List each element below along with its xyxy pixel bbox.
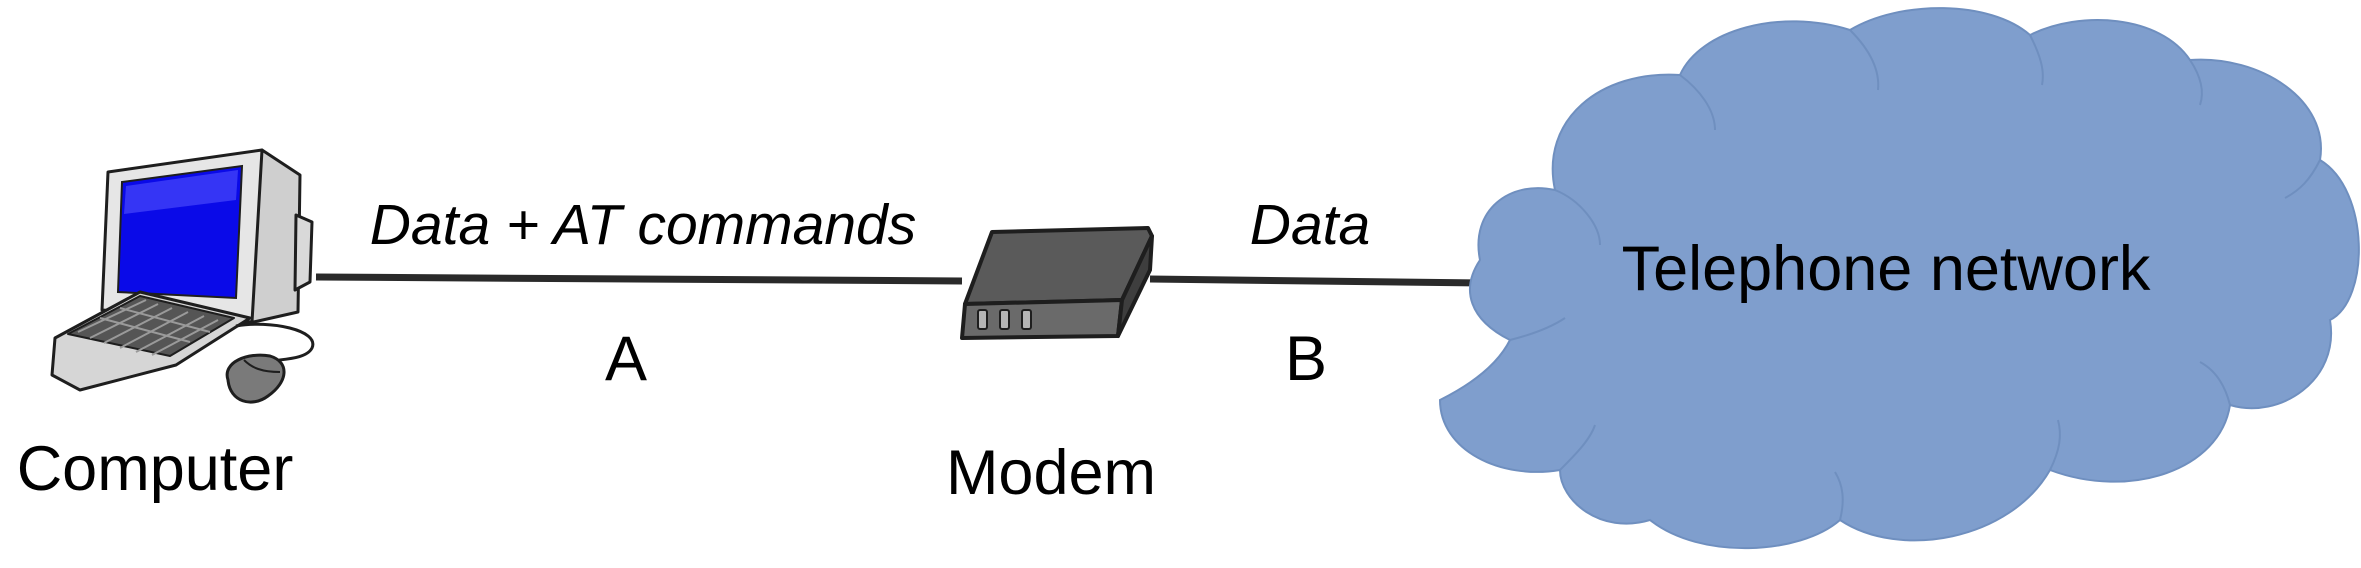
network-label: Telephone network bbox=[1622, 234, 2151, 304]
link-b-carries-label: Data bbox=[1250, 193, 1370, 257]
link-a-carries-label: Data + AT commands bbox=[370, 193, 916, 257]
link-b-id-label: B bbox=[1285, 324, 1327, 394]
desktop-computer-icon bbox=[50, 148, 315, 404]
cloud-icon bbox=[1438, 7, 2360, 550]
modem-icon bbox=[960, 226, 1154, 340]
link-b-line bbox=[1149, 275, 1484, 287]
modem-label: Modem bbox=[946, 438, 1156, 508]
link-a-id-label: A bbox=[605, 324, 647, 394]
link-a-line bbox=[315, 273, 963, 285]
computer-label: Computer bbox=[17, 434, 294, 504]
